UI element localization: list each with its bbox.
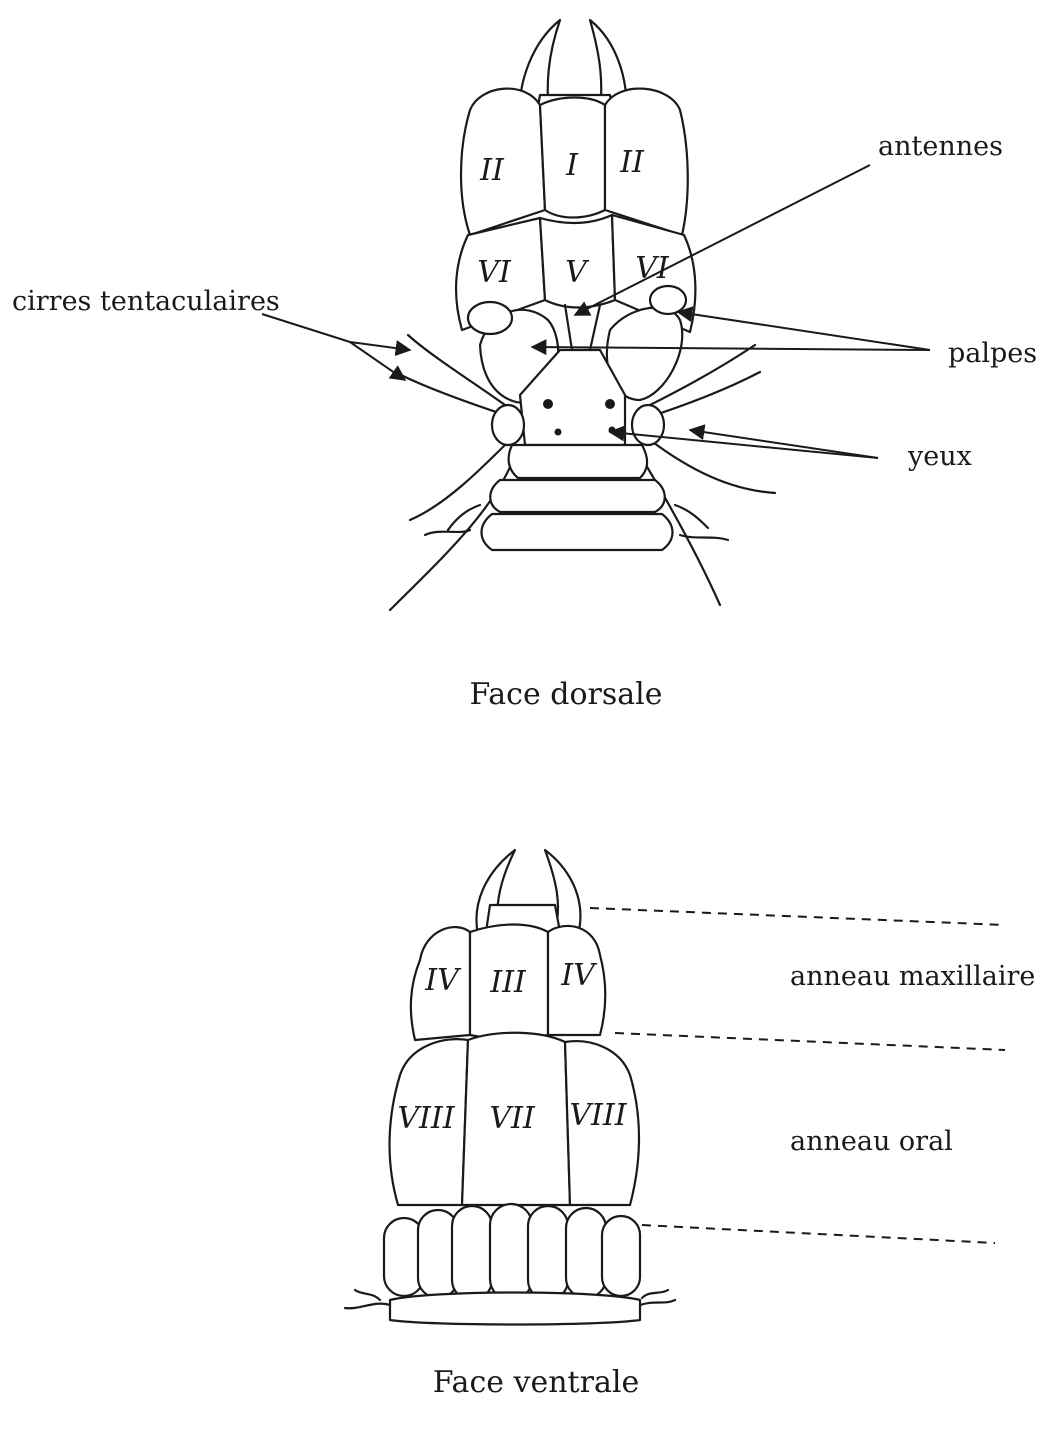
ventral-body-segment — [390, 1293, 640, 1325]
ventral-view-drawing — [345, 850, 675, 1325]
group-label-VIII-right: VIII — [569, 1098, 627, 1133]
group-label-VII: VII — [489, 1101, 536, 1136]
parapodia-left — [425, 505, 480, 535]
label-cirres-tentaculaires: cirres tentaculaires — [12, 286, 280, 317]
pointer-yeux-b — [690, 430, 878, 458]
dorsal-view-drawing — [390, 20, 775, 610]
group-label-I: I — [565, 148, 579, 183]
label-anneau-oral: anneau oral — [790, 1126, 953, 1157]
cirrus-right-3 — [650, 440, 775, 493]
antenna-right — [590, 305, 600, 350]
segment-2 — [482, 514, 673, 550]
lobe-7 — [602, 1216, 640, 1296]
peristomium — [509, 445, 647, 478]
caption-face-dorsale: Face dorsale — [470, 677, 663, 712]
eye-left-anterior — [543, 399, 553, 409]
group-label-II-right: II — [619, 145, 645, 180]
ventral-parapodia-right — [640, 1290, 675, 1305]
lobe-5 — [528, 1206, 568, 1300]
lobe-6 — [566, 1208, 606, 1298]
palp-left-tip — [468, 302, 512, 334]
label-anneau-maxillaire: anneau maxillaire — [790, 961, 1035, 992]
cirrophore-right — [632, 405, 664, 445]
eye-left-posterior — [555, 429, 562, 436]
pointer-palpes-b — [678, 312, 930, 350]
palp-right-tip — [650, 286, 686, 314]
ventral-parapodia-left — [345, 1290, 390, 1308]
label-yeux: yeux — [907, 441, 972, 472]
label-palpes: palpes — [948, 338, 1037, 369]
cirrophore-left — [492, 405, 524, 445]
pointer-cirres-stem — [262, 314, 350, 342]
group-label-III: III — [489, 965, 527, 1000]
group-label-VIII-left: VIII — [397, 1101, 455, 1136]
dashed-line-bottom — [642, 1225, 995, 1243]
group-label-V: V — [565, 255, 590, 290]
group-label-VI-left: VI — [477, 255, 512, 290]
antenna-left — [565, 305, 572, 350]
group-label-IV-right: IV — [560, 958, 598, 993]
label-antennes: antennes — [878, 131, 1003, 162]
group-label-II-left: II — [479, 153, 505, 188]
dashed-line-middle — [615, 1033, 1005, 1050]
group-label-IV-left: IV — [424, 963, 462, 998]
eye-right-anterior — [605, 399, 615, 409]
lobe-4 — [490, 1204, 532, 1300]
caption-face-ventrale: Face ventrale — [433, 1365, 639, 1400]
lobe-3 — [452, 1206, 492, 1300]
dorsal-area-II-right — [605, 89, 688, 235]
dashed-line-top — [590, 908, 1005, 925]
segment-1 — [490, 480, 665, 512]
parapodia-right — [675, 505, 728, 540]
